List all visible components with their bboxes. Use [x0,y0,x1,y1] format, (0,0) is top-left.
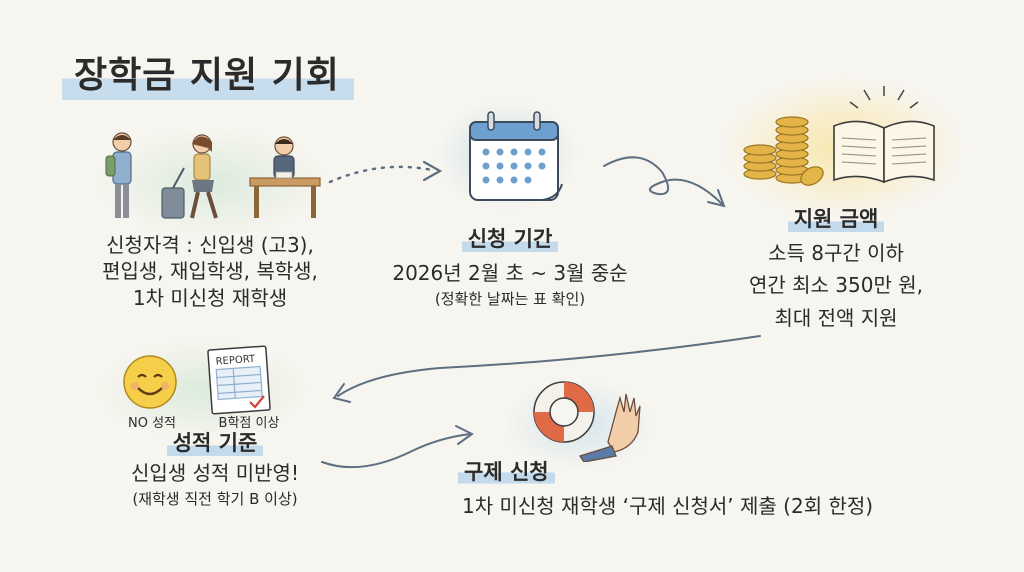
open-book-icon [833,120,935,184]
amount-line-3: 최대 전액 지원 [774,305,898,330]
relief-heading: 구제 신청 [458,456,555,486]
calendar-icon [469,111,563,201]
report-label: REPORT [215,354,256,368]
smiley-icon [123,355,177,409]
student-backpack-icon [105,132,132,218]
report-card-icon: REPORT [207,345,271,415]
lifebuoy-hand-illustration [533,381,641,462]
dotted-arrow-to-period [328,165,434,184]
helping-hand-icon [578,393,641,462]
period-note: (정확한 날짜는 표 확인) [434,290,586,309]
relief-heading-wrap: 구제 신청 [458,456,555,486]
eligibility-line-1: 신청자격 : 신입생 (고3), [106,233,314,257]
relief-line-1: 1차 미신청 재학생 ‘구제 신청서’ 제출 (2회 한정) [462,494,874,518]
eligibility-text: 신청자격 : 신입생 (고3), 편입생, 재입학생, 복학생, 1차 미신청 … [70,232,350,311]
period-text: 신청 기간 2026년 2월 초 ~ 3월 중순 (정확한 날짜는 표 확인) [370,226,650,310]
long-arrow-to-grades [337,335,761,397]
grades-heading: 성적 기준 [166,430,264,458]
eligibility-line-3: 1차 미신청 재학생 [132,285,288,310]
period-dates: 2026년 2월 초 ~ 3월 중순 [392,260,628,285]
no-grade-label: NO 성적 [127,416,176,431]
period-heading: 신청 기간 [461,226,559,254]
arrow-to-relief [321,433,471,469]
grades-text: 성적 기준 신입생 성적 미반영! (재학생 직전 학기 B 이상) [90,430,340,510]
students-illustration [105,132,321,219]
coins-book-illustration [743,86,935,186]
b-grade-label: B학점 이상 [218,416,280,431]
loop-arrow-to-amount [603,156,723,205]
student-desk-icon [249,136,321,218]
student-suitcase-icon [161,134,218,219]
grades-line-1: 신입생 성적 미반영! [131,460,299,485]
lifebuoy-icon [533,381,595,443]
amount-line-1: 소득 8구간 이하 [768,240,904,265]
amount-heading: 지원 금액 [787,206,885,234]
eligibility-line-2: 편입생, 재입학생, 복학생, [102,259,318,284]
coins-icon [743,116,824,186]
sparkle-icon [849,86,919,109]
amount-text: 지원 금액 소득 8구간 이하 연간 최소 350만 원, 최대 전액 지원 [706,206,966,331]
amount-line-2: 연간 최소 350만 원, [748,273,923,298]
page-title: 장학금 지원 기회 [62,42,354,108]
grades-line-2: (재학생 직전 학기 B 이상) [132,490,298,509]
